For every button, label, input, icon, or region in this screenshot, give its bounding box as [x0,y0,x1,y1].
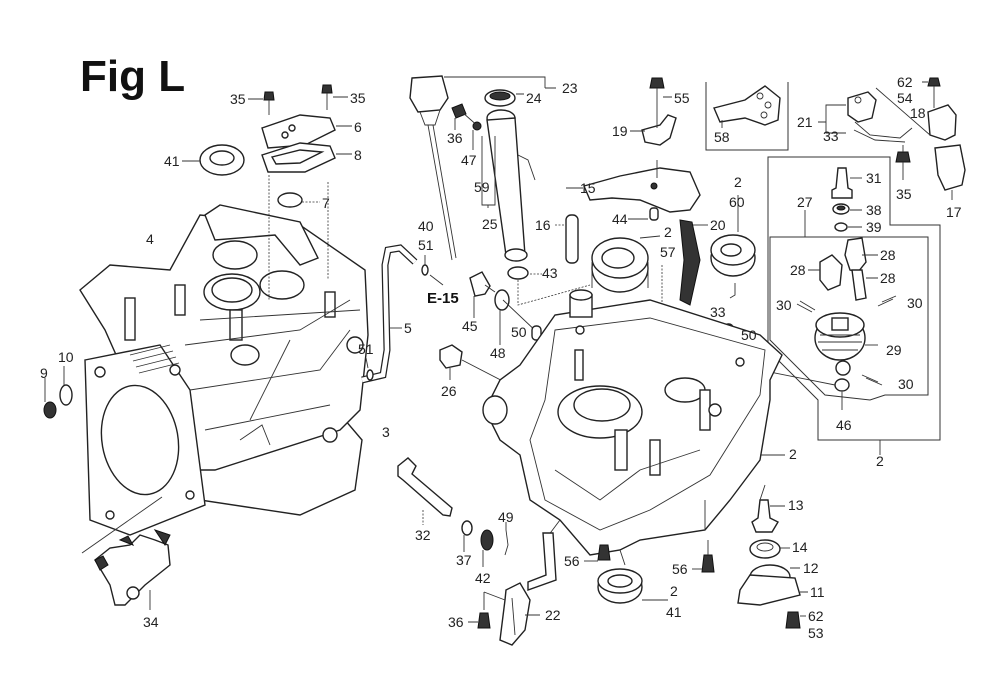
small-fasteners-center [439,214,742,391]
callout-28b: 28 [790,262,806,278]
dipstick-and-filler-tube [409,75,591,306]
callout-23: 23 [562,80,578,96]
callout-labels: 35 35 6 8 41 7 4 9 10 3 51 5 40 51 34 23… [40,74,962,641]
callout-41a: 41 [164,153,180,169]
callout-30c: 30 [898,376,914,392]
callout-33b: 33 [823,128,839,144]
lower-parts [397,457,808,646]
callout-38: 38 [866,202,882,218]
callout-58: 58 [714,129,730,145]
plug-and-washer-9-10 [43,366,73,419]
callout-30b: 30 [907,295,923,311]
callout-24: 24 [526,90,542,106]
figure-title: Fig L [80,52,186,101]
callout-41b: 41 [666,604,682,620]
callout-39: 39 [866,219,882,235]
callout-2a: 2 [664,224,672,240]
callout-31: 31 [866,170,882,186]
inset-part-58 [705,82,789,151]
callout-40: 40 [418,218,434,234]
callout-2d: 2 [876,453,884,469]
callout-32: 32 [415,527,431,543]
callout-22: 22 [545,607,561,623]
callout-4: 4 [146,231,154,247]
callout-51a: 51 [358,341,374,357]
callout-18: 18 [910,105,926,121]
callout-8: 8 [354,147,362,163]
callout-13: 13 [788,497,804,513]
callout-5: 5 [404,320,412,336]
bracket-part-34 [81,496,171,610]
callout-35a: 35 [230,91,246,107]
callout-42: 42 [475,570,491,586]
callout-15: 15 [580,180,596,196]
callout-35b: 35 [350,90,366,106]
callout-62b: 62 [808,608,824,624]
callout-2c: 2 [789,446,797,462]
callout-56a: 56 [564,553,580,569]
callout-17: 17 [946,204,962,220]
breather-cover-assembly [248,84,352,300]
callout-10: 10 [58,349,74,365]
callout-34: 34 [143,614,159,630]
callout-49: 49 [498,509,514,525]
callout-45: 45 [462,318,478,334]
callout-6: 6 [354,119,362,135]
callout-48: 48 [490,345,506,361]
callout-60: 60 [729,194,745,210]
callout-33a: 33 [710,304,726,320]
callout-36b: 36 [448,614,464,630]
callout-27: 27 [797,194,813,210]
callout-29: 29 [886,342,902,358]
callout-19: 19 [612,123,628,139]
callout-50b: 50 [741,327,757,343]
callout-30a: 30 [776,297,792,313]
callout-28a: 28 [880,247,896,263]
callout-37: 37 [456,552,472,568]
callout-51b: 51 [418,237,434,253]
crankcase-cover-part-2 [482,289,785,566]
callout-2b: 2 [734,174,742,190]
callout-55: 55 [674,90,690,106]
reference-label-e15: E-15 [427,290,459,307]
callout-14: 14 [792,539,808,555]
callout-25: 25 [482,216,498,232]
callout-28c: 28 [880,270,896,286]
callout-16: 16 [535,217,551,233]
callout-50a: 50 [511,324,527,340]
callout-9: 9 [40,365,48,381]
callout-11: 11 [810,584,825,600]
callout-3: 3 [382,424,390,440]
callout-46: 46 [836,417,852,433]
governor-assembly [759,77,966,455]
callout-2e: 2 [670,583,678,599]
callout-43: 43 [542,265,558,281]
callout-20: 20 [710,217,726,233]
cylinder-block [79,204,369,536]
callout-26: 26 [441,383,457,399]
callout-7: 7 [322,195,330,211]
callout-57: 57 [660,244,676,260]
callout-59: 59 [474,179,490,195]
callout-36a: 36 [447,130,463,146]
callout-35c: 35 [896,186,912,202]
callout-54: 54 [897,90,913,106]
callout-44: 44 [612,211,628,227]
callout-21: 21 [797,114,813,130]
callout-62a: 62 [897,74,913,90]
callout-56b: 56 [672,561,688,577]
callout-12: 12 [803,560,819,576]
breather-tube-part-5 [361,244,444,384]
oil-seal-part-41 [182,144,245,176]
callout-47: 47 [461,152,477,168]
callout-53: 53 [808,625,824,641]
bearings-and-seal [566,77,756,445]
